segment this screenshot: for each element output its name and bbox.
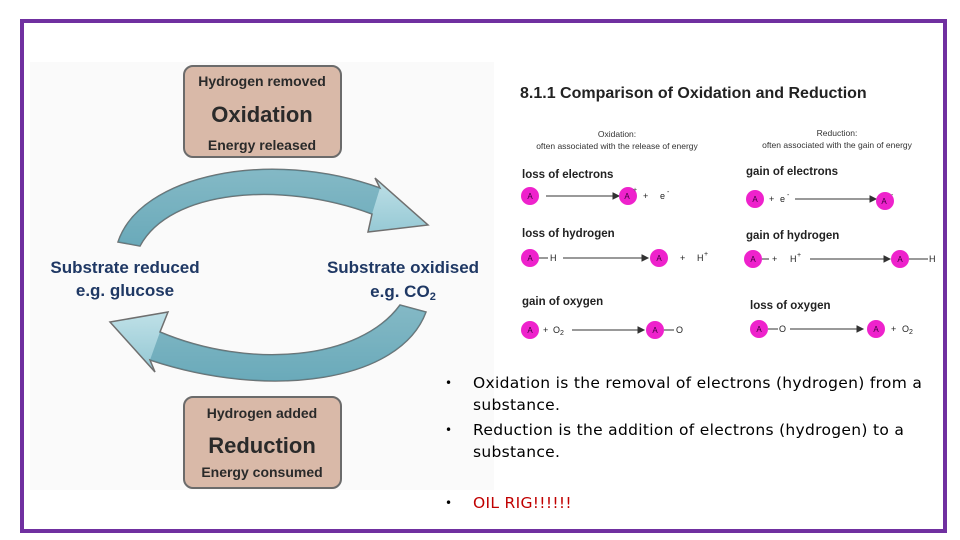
- bullet-text-oxidation: Oxidation is the removal of electrons (h…: [473, 374, 923, 414]
- substrate-reduced-label: Substrate reduced: [50, 258, 199, 277]
- oxygen-molecule: O2: [902, 324, 913, 336]
- atom-circle: [619, 187, 637, 205]
- atom-letter: A: [527, 192, 533, 201]
- atom-circle: [650, 249, 668, 267]
- reaction-species: + e - + e - H + H + + H + H + O2 O O + O…: [543, 189, 936, 337]
- atom-circle: [746, 190, 764, 208]
- bullet-marker: •: [445, 376, 453, 390]
- ox-row-1-label: loss of electrons: [522, 169, 613, 181]
- atom-letter: A: [750, 255, 756, 264]
- reduction-box: Hydrogen added Reduction Energy consumed: [183, 396, 342, 489]
- reduction-subheader: often associated with the gain of energy: [762, 140, 913, 150]
- atom-letter: A: [752, 195, 758, 204]
- atom-letter: A: [652, 326, 658, 335]
- plus-sign: +: [769, 194, 774, 204]
- bullet-item-oxidation: • Oxidation is the removal of electrons …: [445, 372, 953, 416]
- bullet-item-oil-rig: • OIL RIG!!!!!!: [445, 492, 953, 514]
- atom-circle: [521, 187, 539, 205]
- oxidation-header: Oxidation:: [598, 129, 636, 139]
- charge-plus: +: [633, 187, 637, 194]
- reaction-arrows: [539, 192, 928, 334]
- reduction-box-line1: Hydrogen added: [207, 405, 317, 421]
- ox-row-2-label: loss of hydrogen: [522, 228, 615, 240]
- atom-letter: A: [656, 254, 662, 263]
- atom-letter: A: [873, 325, 879, 334]
- red-row-2-label: gain of hydrogen: [746, 230, 839, 242]
- bullet-text-reduction: Reduction is the addition of electrons (…: [473, 421, 905, 461]
- hydrogen-symbol: H: [929, 254, 936, 264]
- atom-letter: A: [527, 326, 533, 335]
- atom-circle: [646, 321, 664, 339]
- red-row-3-label: loss of oxygen: [750, 300, 831, 312]
- oxidation-box-line3: Energy released: [208, 137, 316, 153]
- hydrogen-symbol: H: [550, 253, 557, 263]
- oxidation-box-line1: Hydrogen removed: [198, 73, 326, 89]
- substrate-reduced-example: e.g. glucose: [76, 281, 174, 300]
- plus-sign: +: [680, 253, 685, 263]
- atom-circle: [521, 321, 539, 339]
- plus-sign: +: [891, 324, 896, 334]
- reduction-box-line3: Energy consumed: [201, 464, 322, 480]
- oxidation-box-title: Oxidation: [211, 102, 312, 127]
- atom-letter: A: [897, 255, 903, 264]
- atom-circle: [744, 250, 762, 268]
- top-cycle-arrow: [117, 168, 430, 247]
- substrate-oxidised-example: e.g. CO2: [370, 282, 436, 303]
- oxygen-molecule: O2: [553, 325, 564, 337]
- comparison-title: 8.1.1 Comparison of Oxidation and Reduct…: [520, 85, 867, 102]
- bullet-marker: •: [445, 496, 453, 510]
- atom-circle: [876, 192, 894, 210]
- atom-letter: A: [624, 192, 630, 201]
- electron-symbol: e: [660, 191, 665, 201]
- red-row-1-label: gain of electrons: [746, 166, 838, 178]
- atom-circle: [521, 249, 539, 267]
- reduction-header: Reduction:: [817, 128, 858, 138]
- plus-sign: +: [543, 325, 548, 335]
- atom-circles: [521, 187, 909, 339]
- electron-symbol: e: [780, 194, 785, 204]
- oxidation-subheader: often associated with the release of ene…: [536, 141, 698, 151]
- bullet-marker: •: [445, 423, 453, 437]
- atom-letter: A: [881, 197, 887, 206]
- bullet-item-reduction: • Reduction is the addition of electrons…: [445, 419, 953, 463]
- atom-circle: [750, 320, 768, 338]
- ox-row-3-label: gain of oxygen: [522, 296, 603, 308]
- hydrogen-ion-symbol: H: [697, 253, 704, 263]
- charge-marks: + -: [633, 187, 894, 199]
- atom-letter: A: [527, 254, 533, 263]
- hydrogen-ion-charge: +: [704, 251, 708, 258]
- electron-charge: -: [667, 189, 670, 196]
- plus-sign: +: [772, 254, 777, 264]
- hydrogen-ion-symbol: H: [790, 254, 797, 264]
- electron-charge: -: [787, 192, 790, 199]
- hydrogen-ion-charge: +: [797, 252, 801, 259]
- bottom-cycle-arrow: [108, 304, 427, 382]
- atom-letters: A A A A A A A A A A A A: [527, 192, 903, 335]
- reduction-box-title: Reduction: [208, 433, 316, 458]
- oxygen-symbol: O: [779, 324, 786, 334]
- bullet-text-oil-rig: OIL RIG!!!!!!: [473, 494, 572, 512]
- charge-minus: -: [891, 192, 894, 199]
- oxygen-symbol: O: [676, 325, 683, 335]
- plus-sign: +: [643, 191, 648, 201]
- atom-letter: A: [756, 325, 762, 334]
- oxidation-box: Hydrogen removed Oxidation Energy releas…: [183, 65, 342, 158]
- substrate-oxidised-label: Substrate oxidised: [327, 258, 479, 277]
- atom-circle: [867, 320, 885, 338]
- atom-circle: [891, 250, 909, 268]
